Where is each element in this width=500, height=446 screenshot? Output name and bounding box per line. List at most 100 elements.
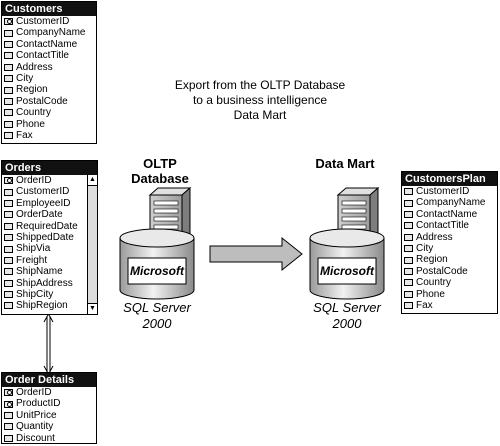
field-row[interactable]: Address — [2, 62, 96, 73]
field-name: ShipName — [16, 266, 63, 278]
table-title: Order Details — [2, 373, 96, 387]
field-row[interactable]: PostalCode — [402, 266, 497, 277]
field-icon — [4, 86, 13, 94]
field-row[interactable]: OrderID — [2, 387, 96, 398]
caption-line: to a business intelligence — [192, 93, 328, 107]
oltp-brand-label: Microsoft — [130, 264, 184, 278]
field-row[interactable]: Freight — [2, 255, 97, 266]
field-name: Country — [16, 107, 52, 119]
field-icon — [4, 199, 13, 207]
field-row[interactable]: PostalCode — [2, 96, 96, 107]
table-title: CustomersPlan — [402, 172, 497, 186]
customers-plan-table[interactable]: CustomersPlan CustomerID CompanyName Con… — [401, 171, 498, 314]
field-name: Freight — [16, 254, 48, 266]
field-row[interactable]: Phone — [402, 289, 497, 300]
field-row[interactable]: Fax — [2, 130, 96, 141]
field-row[interactable]: EmployeeID — [2, 198, 97, 209]
field-row[interactable]: ShipName — [2, 266, 97, 277]
field-name: UnitPrice — [16, 409, 57, 421]
field-icon — [4, 222, 13, 230]
field-row[interactable]: ContactTitle — [402, 220, 497, 231]
field-row[interactable]: OrderID — [2, 175, 97, 186]
field-name: CustomerID — [416, 186, 470, 197]
product-line: 2000 — [142, 316, 172, 331]
field-icon — [404, 256, 413, 264]
field-row[interactable]: Quantity — [2, 421, 96, 432]
database-cylinder-icon — [309, 228, 385, 300]
database-cylinder-icon — [119, 228, 195, 300]
field-name: ShipCity — [16, 288, 54, 300]
field-icon — [4, 97, 13, 105]
field-name: ContactName — [416, 208, 478, 220]
field-icon — [4, 75, 13, 83]
field-icon — [404, 302, 413, 310]
field-name: CustomerID — [16, 186, 70, 198]
field-row[interactable]: City — [2, 73, 96, 84]
field-row[interactable]: Address — [402, 232, 497, 243]
field-row[interactable]: ShipVia — [2, 243, 97, 254]
customers-table[interactable]: Customers CustomerID CompanyName Contact… — [1, 1, 97, 144]
field-name: ShippedDate — [16, 231, 74, 243]
field-name: CompanyName — [416, 197, 486, 209]
oltp-product-label: SQL Server 2000 — [110, 300, 204, 332]
field-name: ContactName — [16, 38, 78, 50]
field-name: RequiredDate — [16, 220, 78, 232]
scroll-up-icon[interactable]: ▲ — [88, 175, 97, 186]
field-row[interactable]: Fax — [402, 300, 497, 311]
orders-table[interactable]: Orders OrderID CustomerID EmployeeID Ord… — [1, 160, 98, 315]
product-line: 2000 — [332, 316, 362, 331]
field-row[interactable]: CustomerID — [2, 16, 96, 27]
field-icon — [4, 40, 13, 48]
field-icon — [404, 267, 413, 275]
field-row[interactable]: Discount — [2, 433, 96, 444]
field-row[interactable]: CustomerID — [2, 186, 97, 197]
field-name: OrderID — [16, 387, 52, 398]
field-row[interactable]: ContactName — [2, 39, 96, 50]
field-icon — [4, 109, 13, 117]
field-name: PostalCode — [16, 95, 68, 107]
field-list: CustomerID CompanyName ContactName Conta… — [2, 16, 96, 141]
field-row[interactable]: Phone — [2, 119, 96, 130]
field-row[interactable]: ContactTitle — [2, 50, 96, 61]
field-row[interactable]: CustomerID — [402, 186, 497, 197]
field-row[interactable]: ContactName — [402, 209, 497, 220]
field-row[interactable]: Region — [2, 84, 96, 95]
field-name: Region — [416, 254, 448, 266]
oltp-title: OLTP Database — [120, 156, 200, 186]
field-row[interactable]: RequiredDate — [2, 221, 97, 232]
field-row[interactable]: Country — [2, 107, 96, 118]
field-row[interactable]: ProductID — [2, 398, 96, 409]
field-icon — [4, 279, 13, 287]
field-name: OrderDate — [16, 209, 63, 221]
field-icon — [4, 63, 13, 71]
diagram-caption: Export from the OLTP Database to a busin… — [160, 78, 360, 123]
scroll-down-icon[interactable]: ▼ — [88, 303, 97, 314]
field-row[interactable]: Region — [402, 254, 497, 265]
field-name: Region — [16, 84, 48, 96]
field-row[interactable]: ShipRegion — [2, 300, 97, 311]
field-row[interactable]: Country — [402, 277, 497, 288]
field-row[interactable]: UnitPrice — [2, 410, 96, 421]
order-details-table[interactable]: Order Details OrderID ProductID UnitPric… — [1, 372, 97, 444]
orders-scrollbar[interactable]: ▲ ▼ — [87, 175, 97, 314]
field-row[interactable]: OrderDate — [2, 209, 97, 220]
field-icon — [4, 268, 13, 276]
field-icon — [404, 199, 413, 207]
field-icon — [404, 188, 413, 196]
caption-line: Export from the OLTP Database — [174, 78, 346, 92]
field-list: OrderID CustomerID EmployeeID OrderDate … — [2, 175, 97, 314]
field-row[interactable]: ShipAddress — [2, 278, 97, 289]
caption-line: Data Mart — [233, 108, 287, 122]
field-name: PostalCode — [416, 265, 468, 277]
field-name: ShipRegion — [16, 300, 68, 312]
field-name: CompanyName — [16, 27, 86, 39]
field-row[interactable]: CompanyName — [402, 197, 497, 208]
field-row[interactable]: ShippedDate — [2, 232, 97, 243]
field-row[interactable]: CompanyName — [2, 27, 96, 38]
field-row[interactable]: ShipCity — [2, 289, 97, 300]
field-name: ShipAddress — [16, 277, 73, 289]
field-row[interactable]: City — [402, 243, 497, 254]
field-name: Discount — [16, 432, 55, 444]
field-icon — [404, 290, 413, 298]
product-line: SQL Server — [123, 300, 191, 315]
